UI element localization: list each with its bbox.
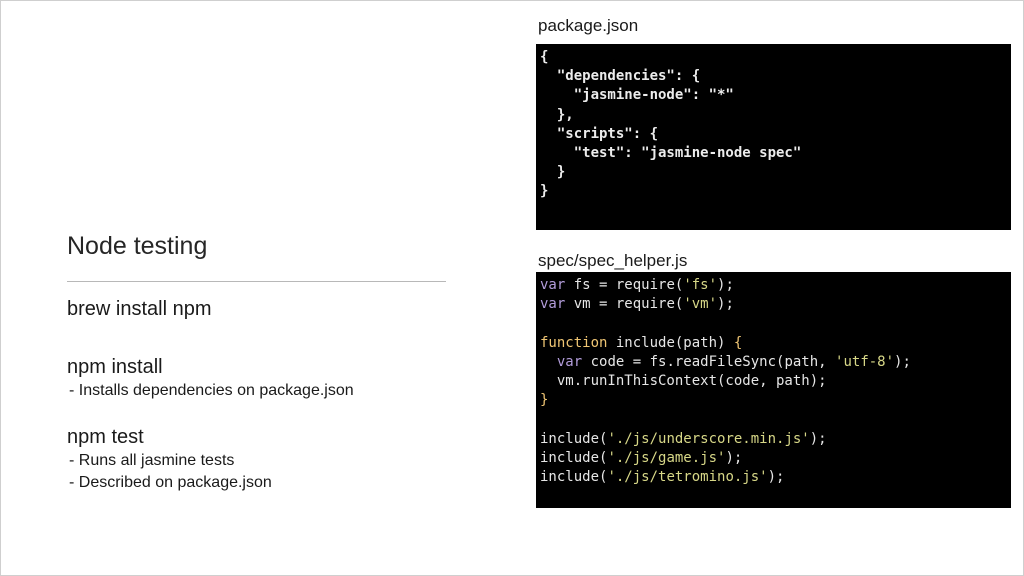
spec-helper-code-block: var fs = require('fs');var vm = require(… [536, 272, 1011, 508]
code-token: vm = require( [565, 296, 684, 313]
code-token: ); [767, 468, 785, 485]
code-line: include('./js/underscore.min.js'); [540, 430, 1007, 449]
bullet-group-npm-test: npm test - Runs all jasmine tests - Desc… [67, 424, 467, 494]
code-token: './js/underscore.min.js' [607, 430, 810, 447]
code-token: ); [717, 277, 734, 293]
code-line: "dependencies": { [540, 68, 701, 85]
code-token: './js/game.js' [607, 449, 726, 466]
bullet-list: brew install npm npm install - Installs … [67, 296, 467, 516]
title-divider [67, 281, 446, 282]
code-token: var [540, 277, 566, 293]
code-token: } [540, 392, 549, 409]
bullet-command: npm install [67, 356, 163, 378]
bullet-command: brew install npm [67, 298, 212, 320]
code-line: function include(path) { [540, 334, 1007, 353]
bullet-note: - Installs dependencies on package.json [69, 382, 354, 399]
code-line: "jasmine-node": "*" [540, 87, 734, 104]
code-line: }, [540, 106, 574, 123]
code-line: } [540, 183, 549, 200]
code-token: 'fs' [683, 277, 718, 293]
bullet-command: npm test [67, 426, 144, 448]
code-line: include('./js/game.js'); [540, 449, 1007, 468]
code-token: function [540, 334, 608, 351]
package-json-code-block: { "dependencies": { "jasmine-node": "*" … [536, 44, 1011, 230]
code-token [540, 354, 557, 370]
code-line [540, 314, 1007, 333]
bullet-note: - Described on package.json [69, 474, 272, 491]
package-json-label: package.json [538, 16, 639, 35]
code-token: include(path) [607, 334, 734, 351]
spec-helper-label: spec/spec_helper.js [538, 251, 688, 270]
code-token: { [733, 334, 743, 351]
code-line: var vm = require('vm'); [540, 295, 1007, 314]
code-line [540, 410, 1007, 429]
code-token: 'utf-8' [835, 353, 895, 370]
code-token: vm.runInThisContext(code, path); [540, 372, 827, 389]
code-token: ); [809, 430, 827, 447]
code-token: include( [540, 449, 608, 466]
code-token: var [540, 296, 566, 313]
code-token: 'vm' [683, 296, 718, 313]
code-line: { [540, 49, 549, 65]
code-line: var code = fs.readFileSync(path, 'utf-8'… [540, 353, 1007, 372]
code-line: "scripts": { [540, 125, 659, 142]
code-token: var [556, 353, 583, 370]
code-token: ); [725, 449, 743, 466]
bullet-group-brew: brew install npm [67, 296, 467, 322]
code-line: "test": "jasmine-node spec" [540, 144, 802, 161]
bullet-group-npm-install: npm install - Installs dependencies on p… [67, 354, 467, 402]
code-line: include('./js/tetromino.js'); [540, 468, 1007, 487]
code-token: include( [540, 468, 608, 485]
code-token: './js/tetromino.js' [607, 468, 768, 485]
code-line: vm.runInThisContext(code, path); [540, 372, 1007, 391]
code-token: ); [894, 353, 911, 370]
code-token: code = fs.readFileSync(path, [582, 353, 836, 370]
code-token: fs = require( [565, 277, 684, 293]
code-token: ); [717, 296, 734, 313]
slide-title: Node testing [67, 232, 208, 260]
bullet-note: - Runs all jasmine tests [69, 452, 235, 469]
code-line: } [540, 164, 566, 181]
code-token: include( [540, 430, 608, 447]
code-line: var fs = require('fs'); [540, 276, 1007, 295]
code-line: } [540, 391, 1007, 410]
